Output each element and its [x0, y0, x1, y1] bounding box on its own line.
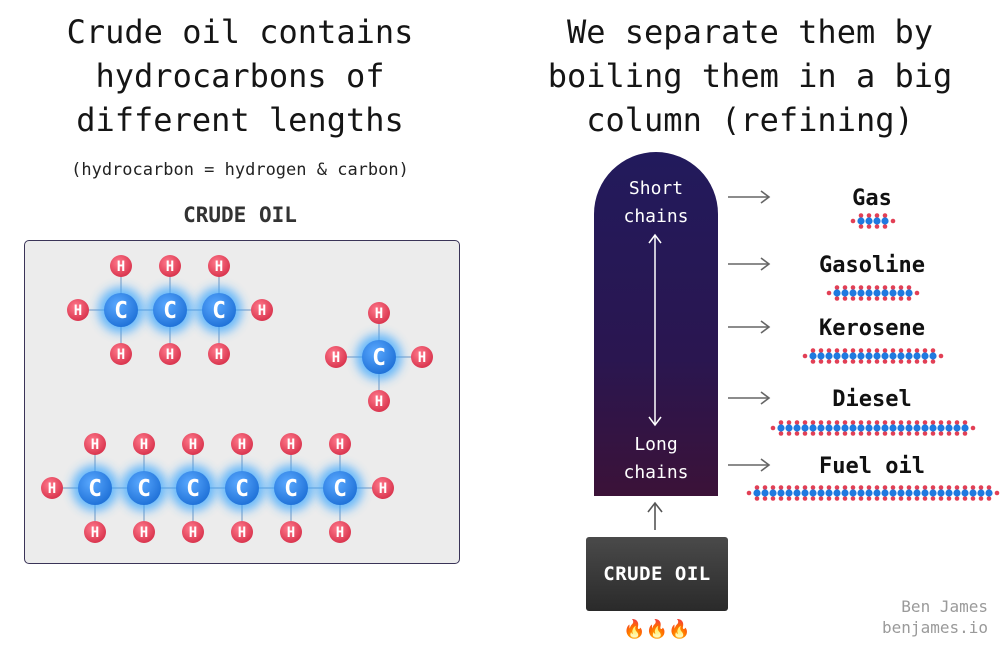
hydrocarbon-note: (hydrocarbon = hydrogen & carbon)	[71, 160, 409, 180]
right-title: We separate them by boiling them in a bi…	[500, 10, 1000, 142]
left-title-line-1: Crude oil contains	[66, 13, 414, 51]
right-title-line-2: boiling them in a big	[547, 57, 953, 95]
credit-website: benjames.io	[882, 618, 988, 637]
crude-oil-box-label: CRUDE OIL	[183, 203, 297, 227]
credit-author: Ben James	[901, 597, 988, 616]
hydrocarbon-chain	[770, 420, 976, 436]
hydrocarbon-chain	[826, 285, 920, 301]
right-title-line-1: We separate them by	[566, 13, 934, 51]
product-label-kerosene: Kerosene	[819, 316, 925, 341]
short-chains-label: Short chains	[623, 178, 689, 227]
left-title-line-3: different lengths	[76, 101, 404, 139]
left-title: Crude oil contains hydrocarbons of diffe…	[10, 10, 470, 142]
feed-up-arrow-icon	[647, 501, 663, 530]
distillation-column	[594, 152, 718, 496]
hydrocarbon-chain	[746, 485, 1000, 501]
crude-oil-feed-tank: CRUDE OIL	[586, 537, 728, 611]
product-label-fuel-oil: Fuel oil	[819, 454, 925, 479]
right-title-line-3: column (refining)	[586, 101, 914, 139]
chain-range-arrow-icon	[648, 233, 662, 427]
long-chains-label: Long chains	[623, 434, 689, 483]
crude-oil-box	[24, 240, 460, 564]
credit: Ben James benjames.io	[882, 596, 988, 638]
product-label-diesel: Diesel	[832, 387, 912, 412]
hydrocarbon-chain	[850, 213, 896, 229]
left-title-line-2: hydrocarbons of	[95, 57, 385, 95]
flame-icons: 🔥🔥🔥	[623, 619, 691, 640]
hydrocarbon-chain	[802, 348, 944, 364]
product-label-gas: Gas	[852, 186, 892, 211]
product-label-gasoline: Gasoline	[819, 253, 925, 278]
